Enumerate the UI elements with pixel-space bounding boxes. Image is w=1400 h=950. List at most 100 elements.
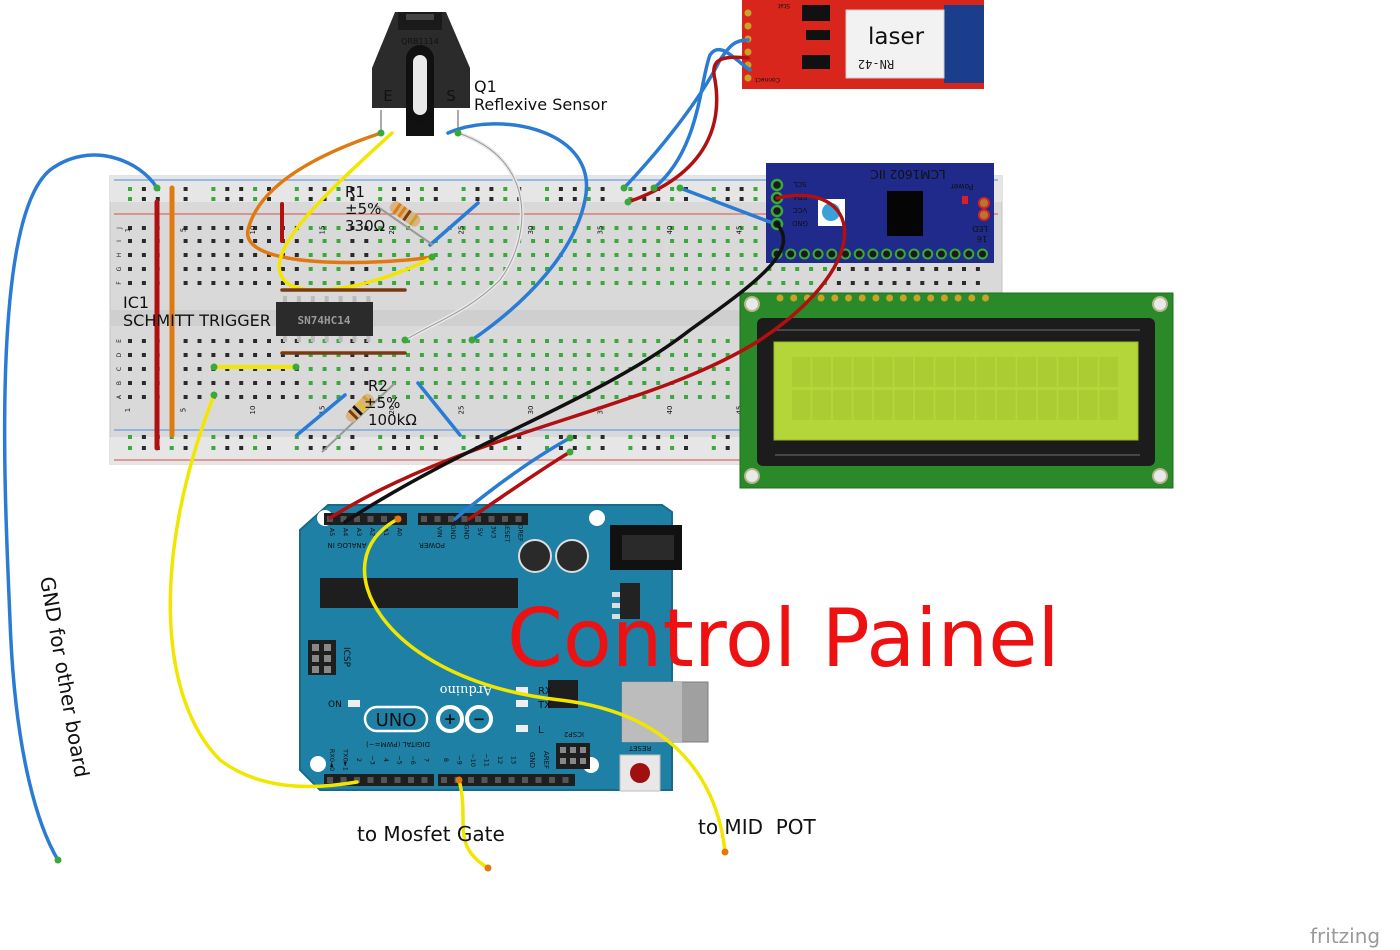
breadboard-hole (392, 339, 397, 343)
breadboard-hole (503, 197, 508, 201)
icsp-pin (324, 644, 331, 651)
breadboard-hole (711, 395, 716, 399)
breadboard-hole (670, 267, 675, 271)
breadboard-hole (600, 226, 605, 230)
digital-high-pin-label: 12 (496, 756, 504, 764)
breadboard-hole (600, 267, 605, 271)
breadboard-hole (336, 367, 341, 371)
power-pin-label: GND (463, 525, 471, 540)
breadboard-hole (461, 197, 466, 201)
breadboard-hole (141, 267, 146, 271)
breadboard-hole (628, 197, 633, 201)
ic-leg (310, 296, 315, 303)
lcd-cell (812, 390, 831, 420)
breadboard-hole (392, 226, 397, 230)
breadboard-hole (239, 381, 244, 385)
breadboard-hole (433, 226, 438, 230)
breadboard-hole (586, 381, 591, 385)
power-pin-label: IOREF (517, 522, 525, 542)
power-pin-label: RESET (503, 522, 511, 543)
breadboard-hole (503, 446, 508, 450)
breadboard-hole (670, 187, 675, 191)
i2c-pin (881, 248, 893, 260)
breadboard-hole (197, 267, 202, 271)
breadboard-hole (183, 395, 188, 399)
breadboard-hole (586, 253, 591, 257)
breadboard-hole (253, 446, 258, 450)
icsp-pin (312, 644, 319, 651)
breadboard-hole (294, 253, 299, 257)
breadboard-hole (433, 281, 438, 285)
gnd-other-board-label: GND for other board (35, 575, 94, 780)
breadboard-hole (239, 353, 244, 357)
breadboard-row-label: D (116, 352, 123, 357)
breadboard-hole (684, 226, 688, 230)
breadboard-hole (670, 435, 675, 439)
lcd-cell (935, 390, 954, 420)
wire-endpoint (676, 184, 684, 192)
lcd-cell (1058, 390, 1077, 420)
breadboard-hole (128, 381, 132, 385)
breadboard-hole (378, 197, 383, 201)
breadboard-hole (253, 239, 258, 243)
breadboard-hole (642, 239, 647, 243)
breadboard-hole (503, 226, 508, 230)
icsp-pins (312, 644, 331, 673)
power-pin (434, 516, 441, 522)
breadboard-hole (642, 187, 647, 191)
breadboard-hole (350, 353, 355, 357)
breadboard-hole (308, 187, 313, 191)
breadboard-hole (294, 267, 299, 271)
breadboard-hole (211, 226, 216, 230)
breadboard-hole (503, 239, 508, 243)
breadboard-hole (322, 381, 327, 385)
breadboard-hole (697, 267, 702, 271)
breadboard-hole (253, 226, 258, 230)
breadboard-hole (489, 367, 494, 371)
breadboard-hole (433, 367, 438, 371)
breadboard-hole (239, 197, 244, 201)
lcd-cell (792, 357, 811, 387)
power-pin-label: 5V (476, 528, 484, 537)
laser-stat-text: Stat (777, 2, 790, 9)
breadboard-hole (280, 267, 285, 271)
breadboard-hole (183, 381, 188, 385)
lcd-pad (968, 294, 976, 302)
digital-high-pin (562, 777, 569, 783)
breadboard-hole (572, 253, 577, 257)
breadboard-hole (489, 267, 494, 271)
wire-endpoint (721, 848, 729, 856)
breadboard-hole (141, 367, 146, 371)
analog-pin-label: A1 (382, 528, 390, 537)
digital-high-pin-label: 8 (442, 758, 450, 762)
breadboard-hole (419, 446, 424, 450)
power-pin (502, 516, 508, 522)
breadboard-hole (461, 446, 466, 450)
breadboard-hole (211, 446, 216, 450)
breadboard-row-label: E (116, 339, 123, 343)
breadboard-hole (934, 267, 939, 271)
r1-value: 330Ω (345, 217, 385, 235)
breadboard-hole (614, 381, 619, 385)
lcd-cell (997, 357, 1016, 387)
digital-high-pin-label: ~10 (469, 753, 477, 767)
breadboard-hole (739, 253, 744, 257)
lcd-pad (790, 294, 798, 302)
breadboard-hole (253, 197, 258, 201)
breadboard-hole (267, 353, 271, 357)
breadboard-hole (628, 339, 633, 343)
ic-leg (324, 296, 329, 303)
breadboard-hole (558, 226, 563, 230)
breadboard-hole (128, 395, 132, 399)
reset-button-cap[interactable] (630, 763, 650, 783)
breadboard-hole (141, 187, 146, 191)
breadboard-hole (850, 281, 855, 285)
breadboard-hole (308, 239, 313, 243)
breadboard-hole (364, 253, 369, 257)
breadboard-hole (183, 435, 188, 439)
breadboard-hole (239, 339, 244, 343)
digital-high-pin (549, 777, 555, 783)
breadboard-hole (711, 281, 716, 285)
breadboard-hole (864, 267, 869, 271)
breadboard-column-label: 1 (124, 228, 132, 232)
